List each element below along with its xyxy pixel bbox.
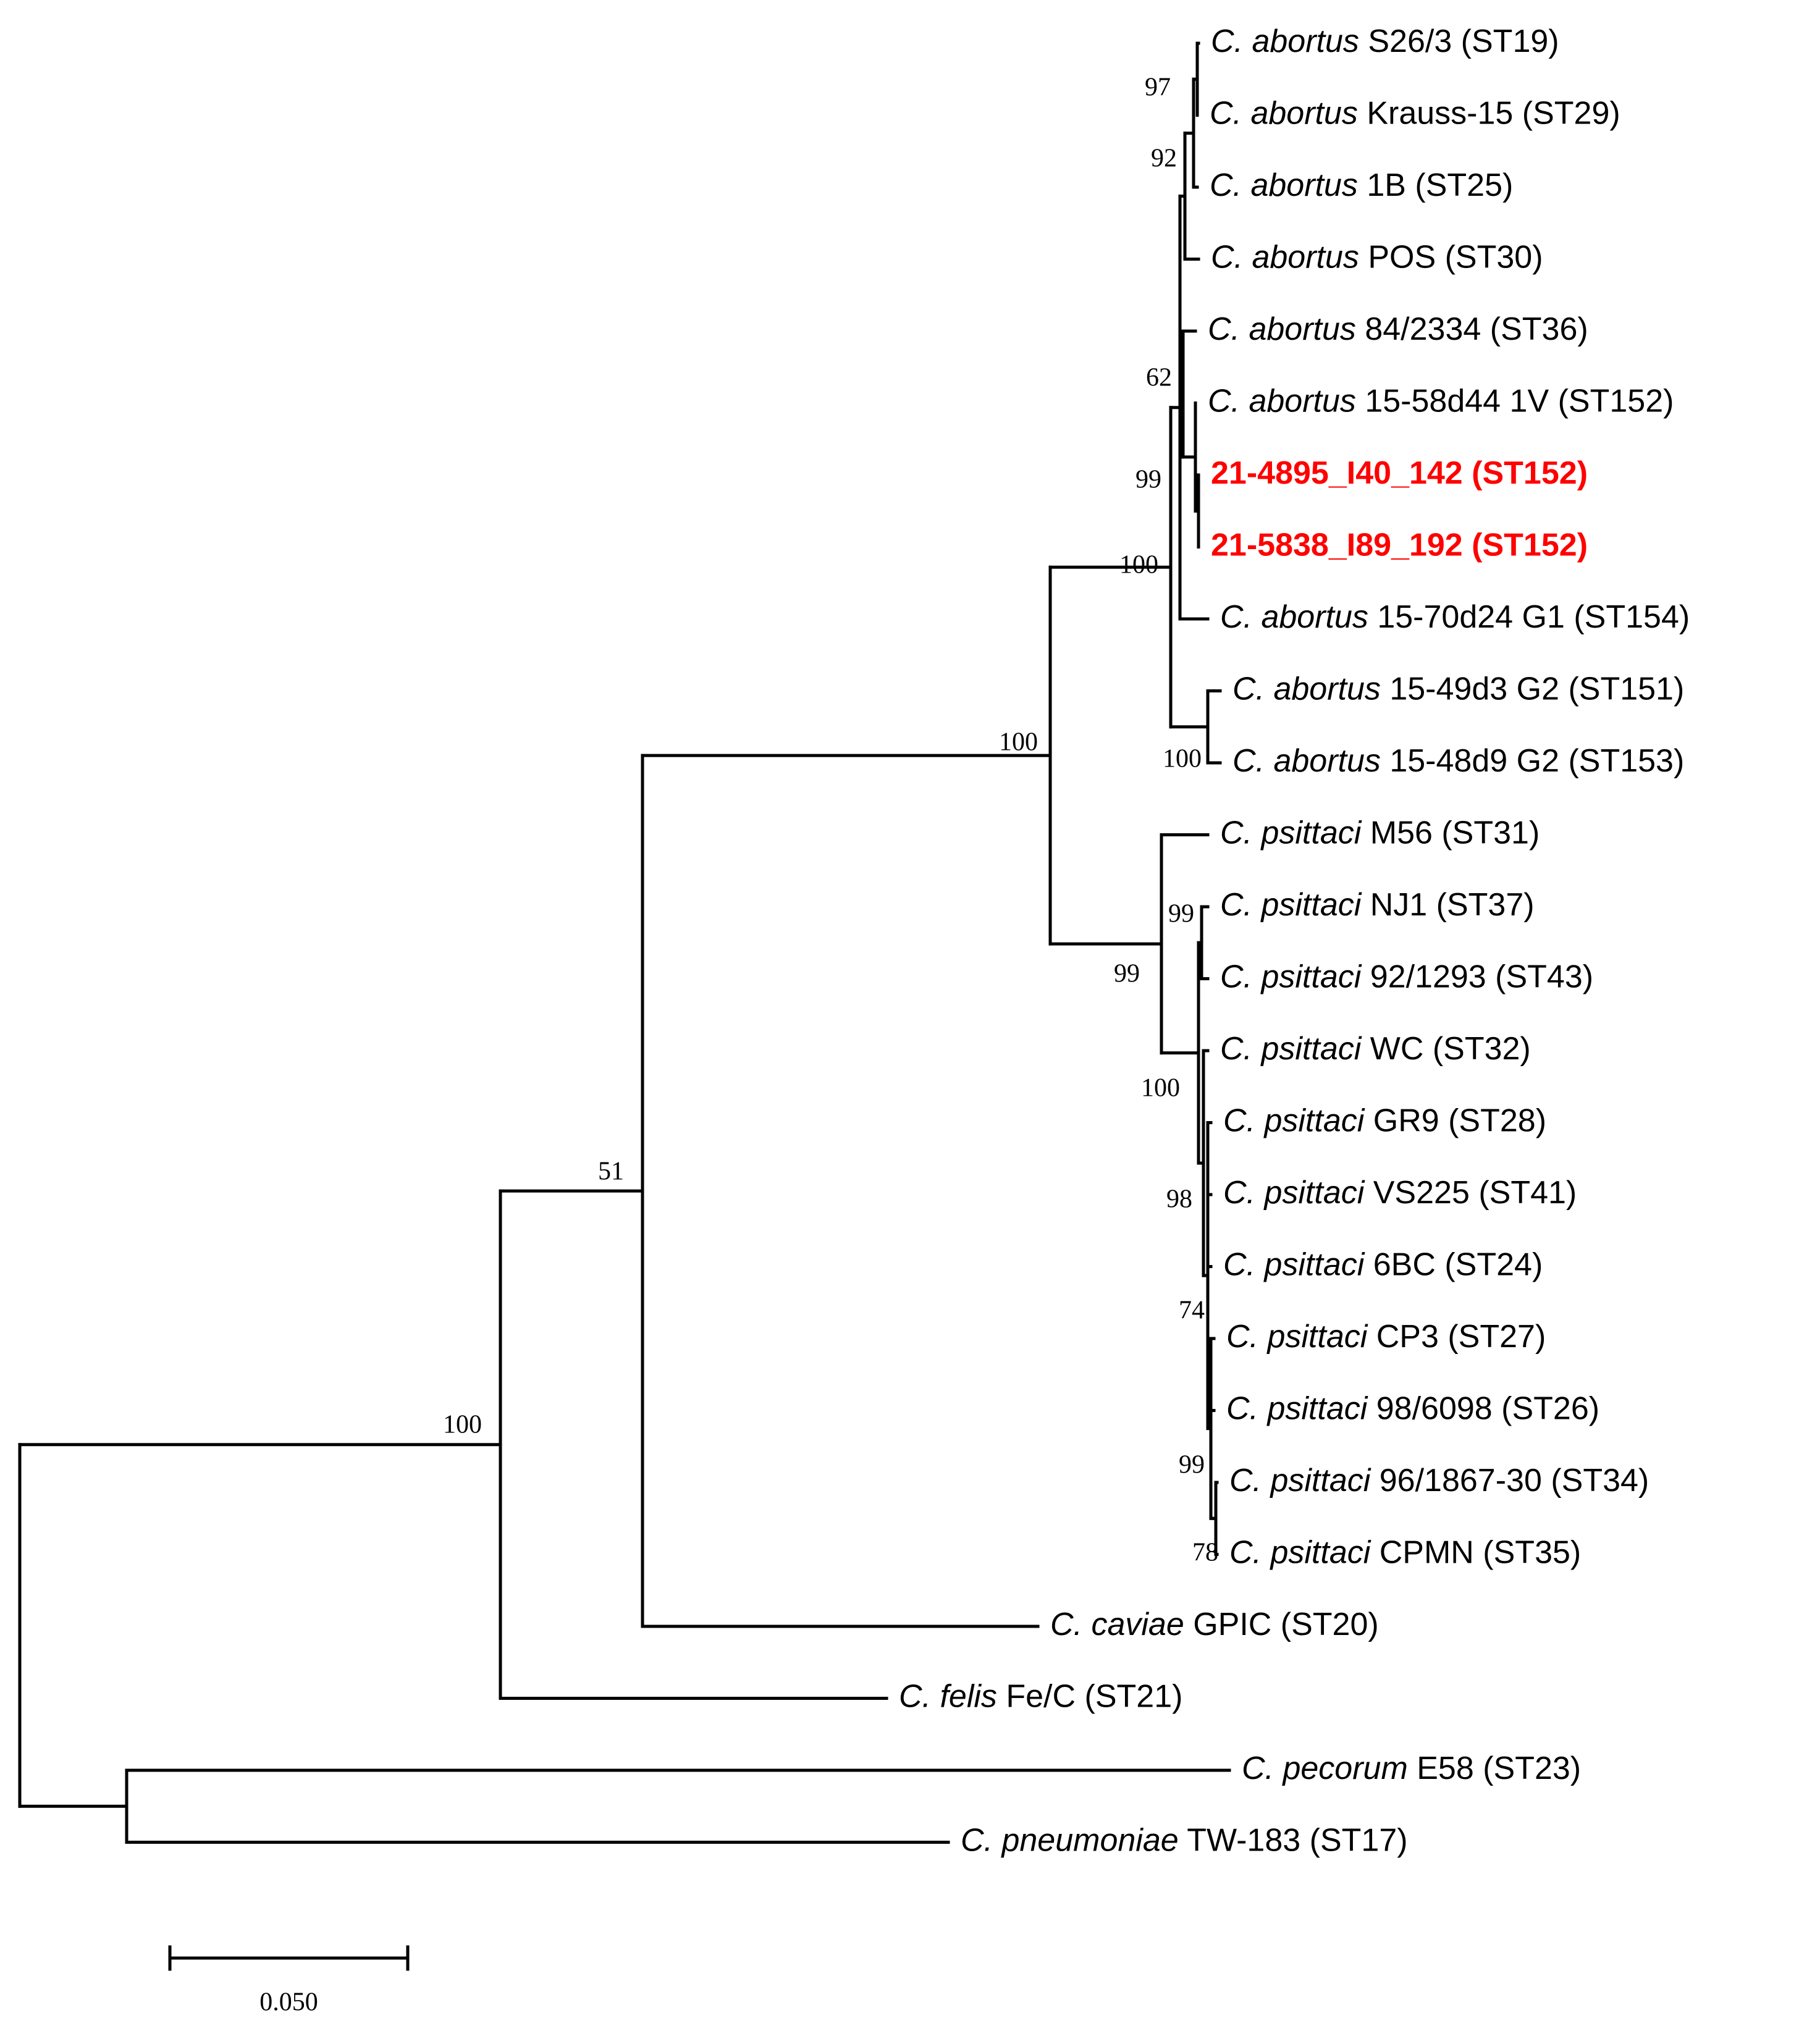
taxon-label-t2: C. abortus Krauss-15 (ST29) xyxy=(1210,95,1620,131)
bootstrap-n_kr_1b: 92 xyxy=(1151,145,1177,173)
taxon-strain: 6BC (ST24) xyxy=(1373,1246,1543,1282)
taxon-label-t10: C. abortus 15-49d3 G2 (ST151) xyxy=(1232,671,1684,707)
taxon-label-t3: C. abortus 1B (ST25) xyxy=(1210,167,1513,203)
taxon-label-t13: C. psittaci NJ1 (ST37) xyxy=(1220,887,1535,923)
taxon-strain: 96/1867-30 (ST34) xyxy=(1380,1463,1649,1498)
taxon-species: C. psittaci xyxy=(1229,1534,1371,1570)
taxon-strain: CP3 (ST27) xyxy=(1376,1319,1546,1355)
taxon-strain: Fe/C (ST21) xyxy=(1006,1678,1182,1714)
scale-bar-label: 0.050 xyxy=(259,1988,318,2017)
taxon-label-t11: C. abortus 15-48d9 G2 (ST153) xyxy=(1232,743,1684,779)
taxon-strain: 92/1293 (ST43) xyxy=(1370,959,1593,994)
taxon-label-t1: C. abortus S26/3 (ST19) xyxy=(1211,23,1559,59)
taxon-strain: 21-4895_I40_142 (ST152) xyxy=(1211,455,1588,491)
bootstrap-n_ab_core: 99 xyxy=(1135,466,1161,494)
taxon-species: C. psittaci xyxy=(1220,959,1362,994)
taxon-species: C. psittaci xyxy=(1223,1103,1365,1138)
taxon-strain: 15-48d9 G2 (ST153) xyxy=(1389,743,1684,779)
taxon-label-t12: C. psittaci M56 (ST31) xyxy=(1220,815,1540,851)
taxon-strain: S26/3 (ST19) xyxy=(1368,23,1559,59)
taxon-label-t14: C. psittaci 92/1293 (ST43) xyxy=(1220,959,1593,994)
bootstrap-n_ab_ps: 100 xyxy=(999,728,1038,757)
taxon-strain: WC (ST32) xyxy=(1370,1031,1531,1067)
bootstrap-n_felis: 100 xyxy=(443,1411,482,1439)
taxon-strain: 1B (ST25) xyxy=(1367,167,1513,203)
taxon-strain: 21-5838_I89_192 (ST152) xyxy=(1211,527,1588,563)
taxon-strain: GR9 (ST28) xyxy=(1373,1103,1546,1138)
taxon-species: C. psittaci xyxy=(1220,1031,1362,1067)
taxon-strain: GPIC (ST20) xyxy=(1193,1607,1379,1642)
taxon-label-t6: C. abortus 15-58d44 1V (ST152) xyxy=(1208,383,1674,419)
taxon-strain: NJ1 (ST37) xyxy=(1370,887,1535,923)
taxon-labels: C. abortus S26/3 (ST19)C. abortus Krauss… xyxy=(899,23,1690,1859)
taxon-species: C. abortus xyxy=(1220,599,1368,635)
taxon-label-t17: C. psittaci VS225 (ST41) xyxy=(1223,1175,1577,1211)
taxon-species: C. pecorum xyxy=(1242,1751,1408,1786)
taxon-label-t21: C. psittaci 96/1867-30 (ST34) xyxy=(1229,1463,1649,1498)
taxon-strain: 15-58d44 1V (ST152) xyxy=(1365,383,1674,419)
bootstrap-n_ab_all: 100 xyxy=(1119,551,1158,579)
taxon-strain: Krauss-15 (ST29) xyxy=(1367,95,1620,131)
taxon-species: C. psittaci xyxy=(1220,887,1362,923)
taxon-strain: E58 (ST23) xyxy=(1417,1751,1581,1786)
taxon-label-t24: C. felis Fe/C (ST21) xyxy=(899,1678,1182,1714)
bootstrap-n_ps_wc: 100 xyxy=(1141,1074,1180,1103)
taxon-label-t8: 21-5838_I89_192 (ST152) xyxy=(1211,527,1588,563)
taxon-species: C. psittaci xyxy=(1223,1175,1365,1211)
taxon-label-t25: C. pecorum E58 (ST23) xyxy=(1242,1751,1581,1786)
bootstrap-n_caviae: 51 xyxy=(598,1158,624,1186)
taxon-label-t20: C. psittaci 98/6098 (ST26) xyxy=(1226,1390,1599,1426)
taxon-species: C. pneumoniae xyxy=(961,1822,1179,1858)
taxon-species: C. abortus xyxy=(1208,311,1356,347)
taxon-species: C. felis xyxy=(899,1678,997,1714)
bootstrap-n_ps_gr9: 98 xyxy=(1166,1185,1192,1214)
bootstrap-n_nj1: 99 xyxy=(1168,900,1194,928)
bootstrap-n_ps_9618: 99 xyxy=(1179,1451,1205,1479)
bootstrap-n_g2: 100 xyxy=(1163,745,1202,773)
taxon-strain: 98/6098 (ST26) xyxy=(1376,1390,1599,1426)
taxon-strain: 15-70d24 G1 (ST154) xyxy=(1377,599,1690,635)
taxon-strain: POS (ST30) xyxy=(1368,239,1543,275)
taxon-species: C. abortus xyxy=(1211,239,1359,275)
taxon-species: C. psittaci xyxy=(1220,815,1362,851)
taxon-label-t18: C. psittaci 6BC (ST24) xyxy=(1223,1246,1543,1282)
taxon-species: C. abortus xyxy=(1210,167,1358,203)
taxon-species: C. abortus xyxy=(1232,671,1381,707)
taxon-strain: TW-183 (ST17) xyxy=(1187,1822,1407,1858)
taxon-strain: 84/2334 (ST36) xyxy=(1365,311,1588,347)
taxon-species: C. abortus xyxy=(1208,383,1356,419)
taxon-strain: 15-49d3 G2 (ST151) xyxy=(1389,671,1684,707)
taxon-label-t15: C. psittaci WC (ST32) xyxy=(1220,1031,1531,1067)
taxon-label-t4: C. abortus POS (ST30) xyxy=(1211,239,1543,275)
taxon-species: C. caviae xyxy=(1050,1607,1184,1642)
bootstrap-values: 97 92 62 99 100 100 100 99 99 100 98 74 99 78 51 100 xyxy=(443,74,1218,1567)
taxon-label-t16: C. psittaci GR9 (ST28) xyxy=(1223,1103,1546,1138)
taxon-label-t19: C. psittaci CP3 (ST27) xyxy=(1226,1319,1546,1355)
taxon-strain: M56 (ST31) xyxy=(1370,815,1540,851)
taxon-label-t9: C. abortus 15-70d24 G1 (ST154) xyxy=(1220,599,1690,635)
taxon-label-t23: C. caviae GPIC (ST20) xyxy=(1050,1607,1379,1642)
taxon-strain: CPMN (ST35) xyxy=(1380,1534,1581,1570)
taxon-species: C. abortus xyxy=(1211,23,1359,59)
bootstrap-n_s26_kr: 97 xyxy=(1145,74,1171,102)
scale-bar: 0.050 xyxy=(168,1945,410,2017)
taxon-species: C. abortus xyxy=(1232,743,1381,779)
taxon-species: C. psittaci xyxy=(1229,1463,1371,1498)
taxon-strain: VS225 (ST41) xyxy=(1373,1175,1577,1211)
taxon-label-t5: C. abortus 84/2334 (ST36) xyxy=(1208,311,1588,347)
taxon-species: C. abortus xyxy=(1210,95,1358,131)
taxon-species: C. psittaci xyxy=(1226,1390,1368,1426)
taxon-label-t26: C. pneumoniae TW-183 (ST17) xyxy=(961,1822,1408,1858)
taxon-label-t22: C. psittaci CPMN (ST35) xyxy=(1229,1534,1581,1570)
bootstrap-n_ps_cp3: 74 xyxy=(1179,1297,1205,1325)
bootstrap-n_ab_inner: 62 xyxy=(1146,364,1172,392)
taxon-label-t7: 21-4895_I40_142 (ST152) xyxy=(1211,455,1588,491)
bootstrap-n_ps_core: 99 xyxy=(1114,960,1140,988)
taxon-species: C. psittaci xyxy=(1226,1319,1368,1355)
tree-branches xyxy=(18,41,1231,1844)
taxon-species: C. psittaci xyxy=(1223,1246,1365,1282)
bootstrap-n_ps_cpmn: 78 xyxy=(1192,1539,1218,1567)
